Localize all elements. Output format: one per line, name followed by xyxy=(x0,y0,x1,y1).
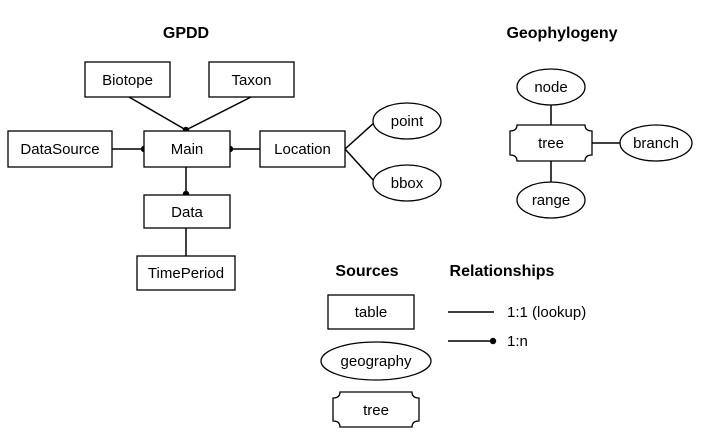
edge-location-bbox xyxy=(344,148,376,183)
point-label: point xyxy=(391,113,424,130)
edge-biotope-main xyxy=(128,96,187,131)
geography-point: point xyxy=(372,102,442,140)
location-label: Location xyxy=(274,141,331,158)
legend-table: table xyxy=(327,294,415,330)
one-to-one-label: 1:1 (lookup) xyxy=(507,304,586,321)
legend-one-to-one: 1:1 (lookup) xyxy=(448,304,586,321)
legend-geography: geography xyxy=(320,341,432,381)
bbox-label: bbox xyxy=(391,175,424,192)
geography-node: node xyxy=(516,68,586,106)
geophylogeny-heading: Geophylogeny xyxy=(506,25,617,42)
entity-taxon: Taxon xyxy=(208,61,295,98)
geography-branch: branch xyxy=(619,124,693,162)
main-label: Main xyxy=(171,141,204,158)
entity-location: Location xyxy=(259,130,346,168)
geography-range: range xyxy=(516,181,586,219)
entity-data: Data xyxy=(143,194,231,229)
gpdd-edges xyxy=(112,96,376,256)
geography-bbox: bbox xyxy=(372,164,442,202)
legend-table-label: table xyxy=(355,304,388,321)
edge-taxon-main xyxy=(185,96,252,131)
legend-tree-label: tree xyxy=(363,402,389,419)
legend-geography-label: geography xyxy=(341,353,412,370)
data-label: Data xyxy=(171,204,203,221)
biotope-label: Biotope xyxy=(102,72,153,89)
tree-label: tree xyxy=(538,135,564,152)
edge-location-point xyxy=(344,121,376,150)
branch-label: branch xyxy=(633,135,679,152)
entity-datasource: DataSource xyxy=(7,130,113,168)
one-to-many-dot xyxy=(489,337,497,345)
relationships-heading: Relationships xyxy=(450,263,555,280)
sources-heading: Sources xyxy=(335,263,398,280)
gpdd-heading: GPDD xyxy=(163,25,209,42)
node-label: node xyxy=(534,79,567,96)
geophylogeny-edges xyxy=(550,104,620,182)
timeperiod-label: TimePeriod xyxy=(148,265,224,282)
legend-one-to-many: 1:n xyxy=(448,333,528,350)
legend-tree: tree xyxy=(332,391,420,428)
datasource-label: DataSource xyxy=(20,141,99,158)
taxon-label: Taxon xyxy=(231,72,271,89)
entity-biotope: Biotope xyxy=(84,61,171,98)
range-label: range xyxy=(532,192,570,209)
tree-tree: tree xyxy=(509,124,593,162)
entity-main: Main xyxy=(143,130,231,168)
one-to-many-label: 1:n xyxy=(507,333,528,350)
entity-timeperiod: TimePeriod xyxy=(136,255,236,291)
